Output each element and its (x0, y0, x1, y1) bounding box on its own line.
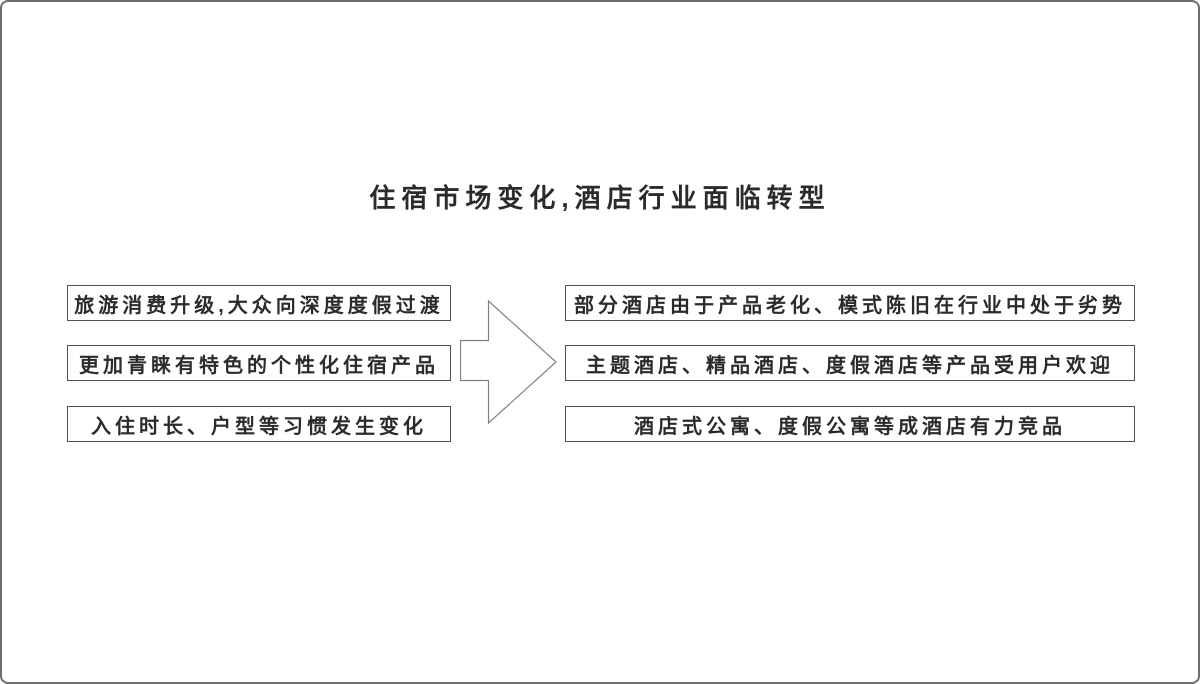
right-item-popular-hotel-types: 主题酒店、精品酒店、度假酒店等产品受用户欢迎 (565, 345, 1135, 381)
left-item-personalized-lodging: 更加青睐有特色的个性化住宿产品 (67, 345, 451, 381)
diagram-title: 住宿市场变化,酒店行业面临转型 (369, 183, 831, 213)
left-item-travel-consumption: 旅游消费升级,大众向深度度假过渡 (67, 285, 451, 321)
left-item-stay-habits: 入住时长、户型等习惯发生变化 (67, 406, 451, 442)
right-item-outdated-hotels: 部分酒店由于产品老化、模式陈旧在行业中处于劣势 (565, 285, 1135, 321)
right-item-apartment-competitors: 酒店式公寓、度假公寓等成酒店有力竞品 (565, 406, 1135, 442)
right-arrow-icon (460, 300, 557, 424)
